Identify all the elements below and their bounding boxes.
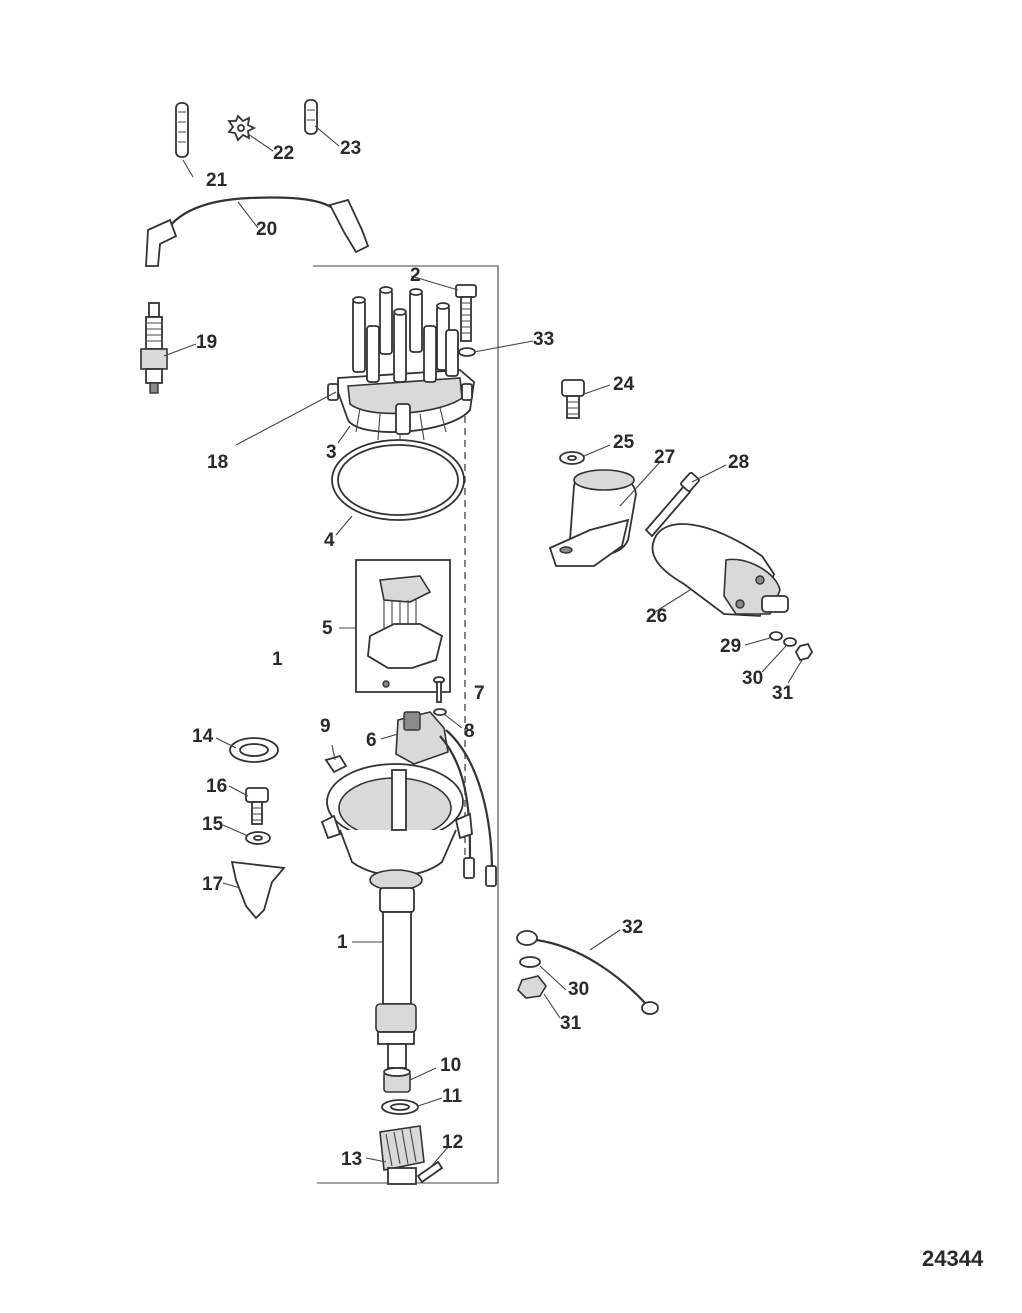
distributor-housing-part: [320, 763, 473, 891]
callout-1-shaft-label: 1: [337, 932, 348, 953]
callout-11-label: 11: [442, 1086, 463, 1107]
drive-gear-part: [379, 1125, 425, 1185]
bushing-part: [383, 1067, 411, 1093]
coil-bracket-part: [548, 469, 637, 567]
callout-25-label: 25: [613, 432, 635, 453]
callout-24-label: 24: [613, 374, 635, 395]
spark-plug-part: [140, 302, 168, 394]
callout-6-label: 6: [366, 730, 377, 751]
ignition-coil-part: [651, 523, 789, 617]
clip-part: [304, 99, 318, 135]
callout-5-label: 5: [322, 618, 333, 639]
callout-8-label: 8: [464, 721, 475, 742]
small-clip-part: [324, 754, 348, 774]
leader-lines: [163, 125, 803, 1169]
callout-2-label: 2: [410, 265, 421, 286]
callout-32-label: 32: [622, 917, 644, 938]
screw-part: [433, 676, 445, 703]
thrust-washer-part: [381, 1099, 419, 1115]
callout-9-label: 9: [320, 716, 331, 737]
callout-28-label: 28: [728, 452, 750, 473]
callout-10-label: 10: [440, 1055, 462, 1076]
nut-31b-part: [517, 975, 547, 999]
hold-down-clamp-part: [230, 860, 286, 920]
callout-1-label: 1: [272, 649, 283, 670]
callout-21-label: 21: [206, 170, 228, 191]
callout-22-label: 22: [273, 143, 295, 164]
callout-27-label: 27: [654, 447, 676, 468]
spring-clip-part: [175, 102, 189, 158]
callout-14-label: 14: [192, 726, 214, 747]
callout-20-label: 20: [256, 219, 278, 240]
callout-12-label: 12: [442, 1132, 464, 1153]
callout-18-label: 18: [207, 452, 229, 473]
lock-washer-15-part: [245, 831, 271, 845]
callout-7-label: 7: [474, 683, 485, 704]
rotor-kit-part: [355, 559, 451, 693]
roll-pin-part: [416, 1160, 444, 1184]
coil-bolt-part: [561, 379, 585, 419]
cap-screw-part: [455, 284, 477, 342]
coil-washer-part: [559, 451, 585, 465]
washer-part: [458, 347, 476, 357]
callout-31-strap-label: 31: [560, 1013, 582, 1034]
distributor-cap-part: [327, 286, 475, 442]
callout-31-label: 31: [772, 683, 794, 704]
washer-29-part: [769, 631, 783, 641]
callout-4-label: 4: [324, 530, 335, 551]
callout-23-label: 23: [340, 138, 362, 159]
ignition-module-part: [395, 711, 497, 887]
lock-washer-part: [433, 708, 447, 716]
bracket-bolt-part: [644, 471, 700, 538]
callout-30-strap-label: 30: [568, 979, 590, 1000]
callout-3-label: 3: [326, 442, 337, 463]
ground-strap-part: [516, 930, 659, 1015]
callout-19-label: 19: [196, 332, 218, 353]
callout-33-label: 33: [533, 329, 555, 350]
washer-30b-part: [519, 956, 541, 968]
gasket-ring-part: [331, 439, 465, 521]
callout-15-label: 15: [202, 814, 224, 835]
callout-13-label: 13: [341, 1149, 363, 1170]
distributor-shaft-part: [375, 887, 417, 1069]
gasket-part: [229, 737, 279, 763]
nut-31-part: [794, 642, 814, 662]
callout-30-label: 30: [742, 668, 764, 689]
star-washer-part: [227, 114, 257, 142]
figure-number: 24344: [922, 1246, 984, 1271]
callout-29-label: 29: [720, 636, 742, 657]
callout-16-label: 16: [206, 776, 228, 797]
spark-plug-wire-part: [145, 196, 370, 267]
hold-down-bolt-part: [245, 787, 269, 825]
callout-17-label: 17: [202, 874, 224, 895]
washer-30-part: [783, 637, 797, 647]
callout-26-label: 26: [646, 606, 668, 627]
